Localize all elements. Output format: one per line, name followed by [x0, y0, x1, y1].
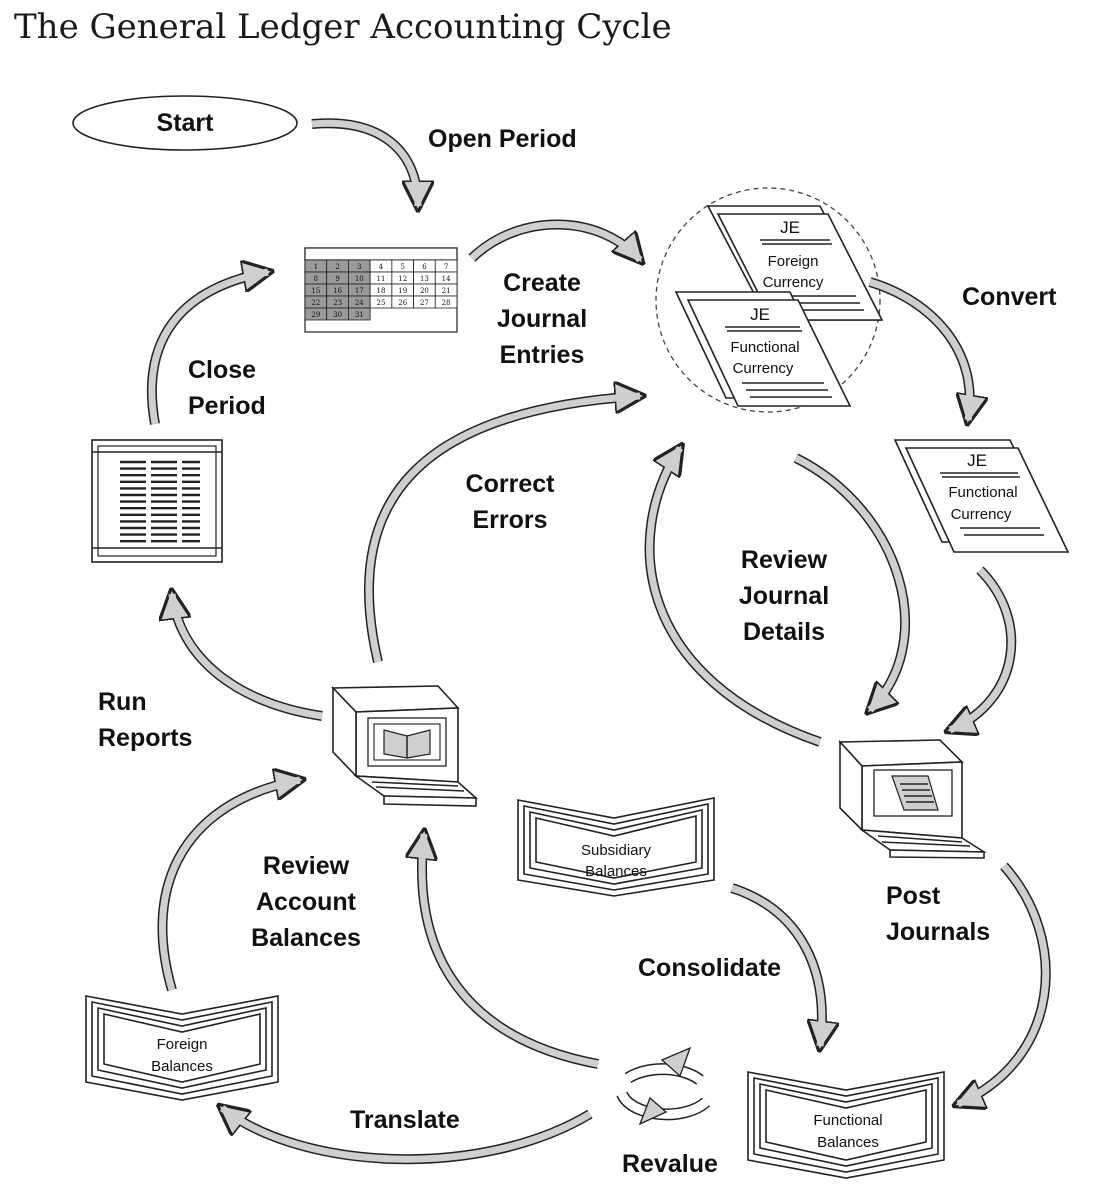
svg-text:JE: JE	[780, 218, 800, 237]
label-line: Period	[188, 392, 266, 420]
calendar-day-number: 24	[355, 299, 364, 307]
document-text: Subsidiary	[581, 842, 652, 859]
computer-terminal-left	[331, 685, 479, 807]
document-text: Currency	[951, 506, 1012, 523]
document-text: Currency	[733, 360, 794, 377]
functional-balances-book: Functional Balances	[747, 1071, 945, 1179]
je-functional-currency-doc: JE Functional Currency	[674, 291, 852, 407]
journal-entries-group: JE Foreign Currency JE Functional Curren…	[655, 187, 884, 413]
calendar-day-number: 7	[444, 263, 448, 271]
svg-text:JE: JE	[750, 305, 770, 324]
calendar-day-number: 19	[398, 287, 407, 295]
calendar-day-number: 3	[357, 263, 361, 271]
calendar-day-number: 13	[420, 275, 429, 283]
start-label: Start	[157, 109, 215, 137]
calendar-day-number: 14	[442, 275, 451, 283]
label-open-period: Open Period	[428, 125, 577, 153]
page-title: The General Ledger Accounting Cycle	[14, 7, 672, 47]
calendar-day-number: 12	[398, 275, 407, 283]
start-node: Start	[72, 95, 298, 151]
label-line: Journal	[497, 305, 587, 333]
cycle-arrows	[146, 118, 1051, 1165]
calendar-day	[434, 295, 458, 309]
calendar-day-number: 30	[333, 311, 342, 319]
calendar-day-number: 23	[333, 299, 342, 307]
calendar-day-number: 9	[335, 275, 339, 283]
document-text: Balances	[151, 1058, 213, 1075]
label-line: Review	[263, 852, 350, 880]
computer-terminal-right	[838, 739, 987, 859]
calendar-day-number: 6	[422, 263, 427, 271]
calendar-day-number: 10	[355, 275, 364, 283]
calendar-day-number: 31	[355, 311, 364, 319]
calendar-day-number: 17	[355, 287, 364, 295]
svg-text:JE: JE	[967, 451, 987, 470]
calendar-day-number: 28	[442, 299, 451, 307]
document-text: Functional	[730, 339, 799, 356]
arrow-review-account-balances	[157, 780, 300, 992]
document-text: Foreign	[157, 1036, 208, 1053]
document-text: Foreign	[768, 253, 819, 270]
document-text: Balances	[817, 1134, 879, 1151]
label-line: Journal	[739, 582, 829, 610]
report-document-icon	[91, 439, 223, 563]
label-line: Entries	[500, 341, 585, 369]
calendar-day-number: 11	[377, 275, 386, 283]
label-line: Reports	[98, 724, 192, 752]
label-line: Create	[503, 269, 581, 297]
label-line: Details	[743, 618, 825, 646]
document-text: Functional	[948, 484, 1017, 501]
label-line: Run	[98, 688, 147, 716]
document-text: Functional	[813, 1112, 882, 1129]
calendar-day-number: 8	[314, 275, 318, 283]
calendar-day-number: 18	[377, 287, 386, 295]
calendar-day-number: 22	[311, 299, 320, 307]
label-consolidate: Consolidate	[638, 954, 781, 982]
label-line: Errors	[472, 506, 547, 534]
label-convert: Convert	[962, 283, 1057, 311]
calendar-day-number: 15	[311, 287, 320, 295]
label-revalue: Revalue	[622, 1150, 718, 1178]
label-line: Journals	[886, 918, 990, 946]
document-text: Currency	[763, 274, 824, 291]
calendar-day-number: 21	[442, 287, 451, 295]
label-line: Close	[188, 356, 256, 384]
subsidiary-balances-book: Subsidiary Balances	[517, 797, 715, 897]
calendar-day	[348, 307, 371, 321]
label-line: Review	[741, 546, 828, 574]
arrow-open-period	[311, 118, 418, 206]
label-line: Balances	[251, 924, 361, 952]
label-line: Account	[256, 888, 357, 916]
calendar-day-number: 29	[311, 311, 320, 319]
calendar-day-number: 4	[379, 263, 384, 271]
calendar-day-number: 27	[420, 299, 429, 307]
foreign-balances-book: Foreign Balances	[85, 995, 279, 1101]
calendar-day-number: 25	[377, 299, 386, 307]
calendar-day-number: 16	[333, 287, 342, 295]
label-translate: Translate	[350, 1106, 460, 1134]
revalue-cycle-icon	[616, 1046, 711, 1126]
je-converted-doc: JE Functional Currency	[893, 439, 1070, 553]
label-line: Correct	[466, 470, 556, 498]
calendar-day-number: 5	[400, 263, 404, 271]
calendar-day-number: 2	[335, 263, 339, 271]
calendar-day-number: 26	[398, 299, 407, 307]
calendar-day-number: 1	[314, 263, 318, 271]
label-line: Post	[886, 882, 941, 910]
arrow-post-journals	[958, 862, 1051, 1104]
document-text: Balances	[585, 863, 647, 880]
calendar-day-number: 20	[420, 287, 429, 295]
